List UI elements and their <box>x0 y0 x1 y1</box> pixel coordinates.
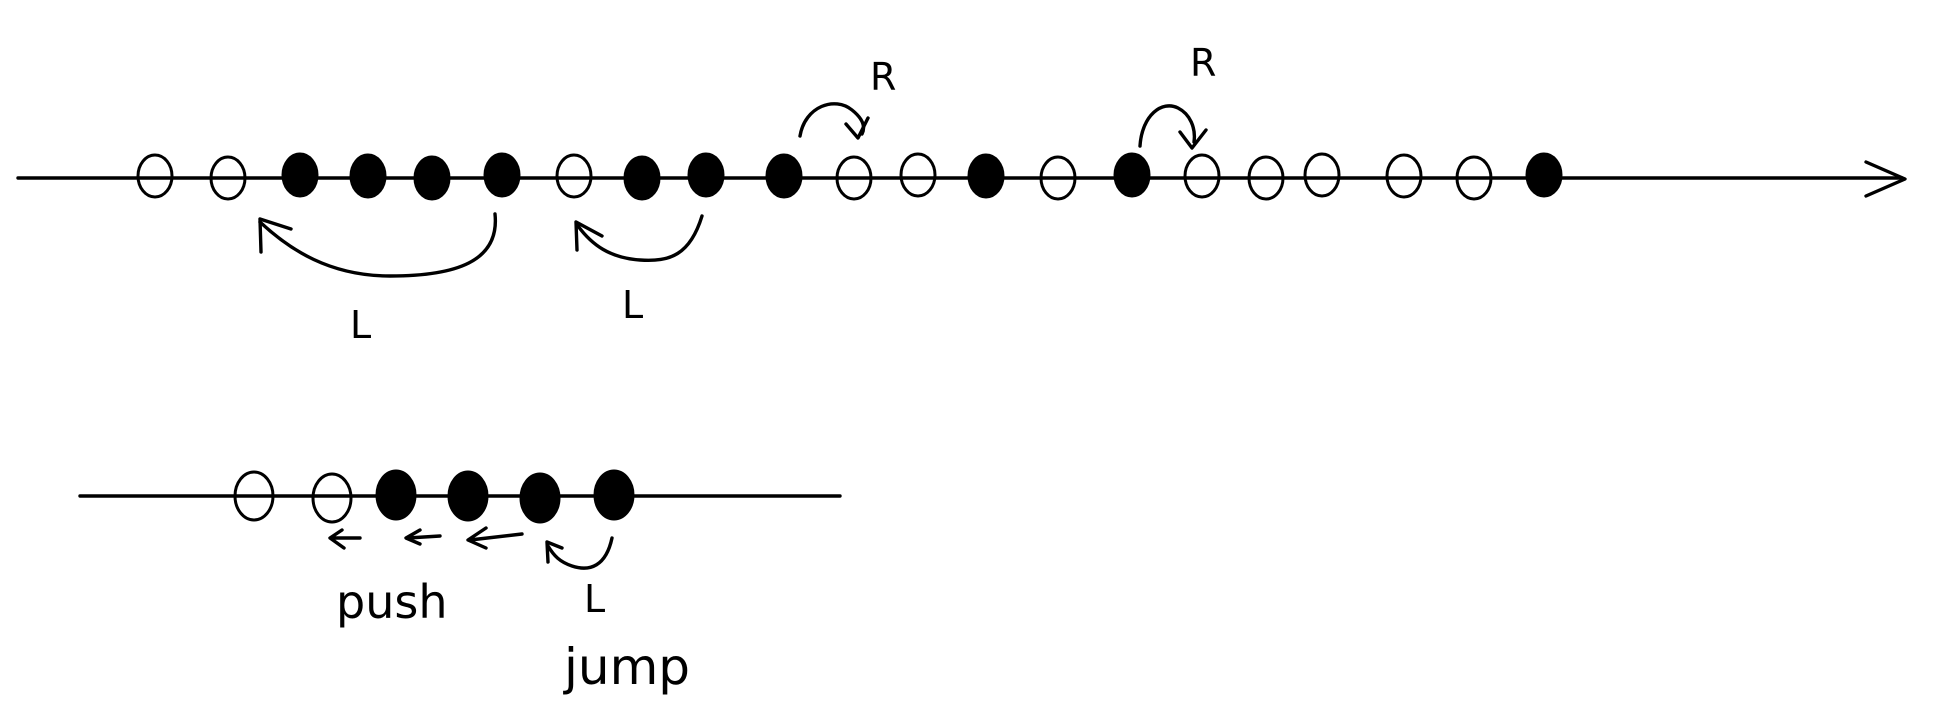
bottom-jump: L jump <box>545 536 690 696</box>
push-arrow-1 <box>328 528 362 550</box>
bottom-filled-particle <box>519 472 561 524</box>
top-empty-particle <box>1039 155 1077 201</box>
top-jumps: L L R R <box>258 41 1216 347</box>
top-axis-arrowhead <box>1864 160 1907 198</box>
push-arrow-2 <box>404 528 442 546</box>
top-number-line <box>16 160 1907 198</box>
push-arrow-3 <box>466 526 524 550</box>
top-empty-particle <box>209 155 247 201</box>
top-empty-particle <box>1183 153 1221 199</box>
left-jump-arrowhead-2 <box>574 220 604 252</box>
top-filled-particle <box>349 153 387 199</box>
top-filled-particle <box>687 152 725 198</box>
top-empty-particle <box>899 152 937 198</box>
top-empty-particle <box>555 153 593 199</box>
bottom-empty-particle <box>233 470 275 522</box>
bottom-jump-arc <box>546 536 614 570</box>
left-jump-label-2: L <box>622 283 643 327</box>
jump-caption: jump <box>563 638 690 696</box>
right-jump-label-2: R <box>1190 41 1216 85</box>
top-filled-particle <box>281 152 319 198</box>
bottom-empty-particle <box>311 472 353 524</box>
left-jump-arc-1 <box>258 212 497 278</box>
right-jump-arrowhead-1 <box>844 116 870 140</box>
push-label: push <box>336 575 447 629</box>
bottom-filled-particle <box>447 470 489 522</box>
left-jump-label-1: L <box>350 303 371 347</box>
top-filled-particle <box>765 153 803 199</box>
top-filled-particle <box>967 153 1005 199</box>
bottom-jump-arrowhead <box>545 540 564 564</box>
top-empty-particle <box>1247 155 1285 201</box>
push-arrows: push <box>328 526 524 629</box>
bottom-filled-particle <box>375 469 417 521</box>
right-jump-label-1: R <box>870 55 896 99</box>
top-empty-particle <box>1455 155 1493 201</box>
top-empty-particle <box>1303 152 1341 198</box>
top-filled-particle <box>483 152 521 198</box>
top-empty-particle <box>1385 153 1423 199</box>
top-filled-particle <box>1525 152 1563 198</box>
right-jump-arc-2 <box>1138 104 1197 148</box>
top-particles <box>136 152 1563 201</box>
top-empty-particle <box>136 153 174 199</box>
bottom-particles <box>233 469 635 524</box>
left-jump-arrowhead-1 <box>258 217 293 254</box>
bottom-jump-label: L <box>584 577 605 621</box>
top-empty-particle <box>835 155 873 201</box>
top-filled-particle <box>623 155 661 201</box>
top-filled-particle <box>1113 152 1151 198</box>
left-jump-arc-2 <box>576 214 704 263</box>
right-jump-arrowhead-2 <box>1178 128 1208 150</box>
bottom-filled-particle <box>593 469 635 521</box>
top-filled-particle <box>413 155 451 201</box>
